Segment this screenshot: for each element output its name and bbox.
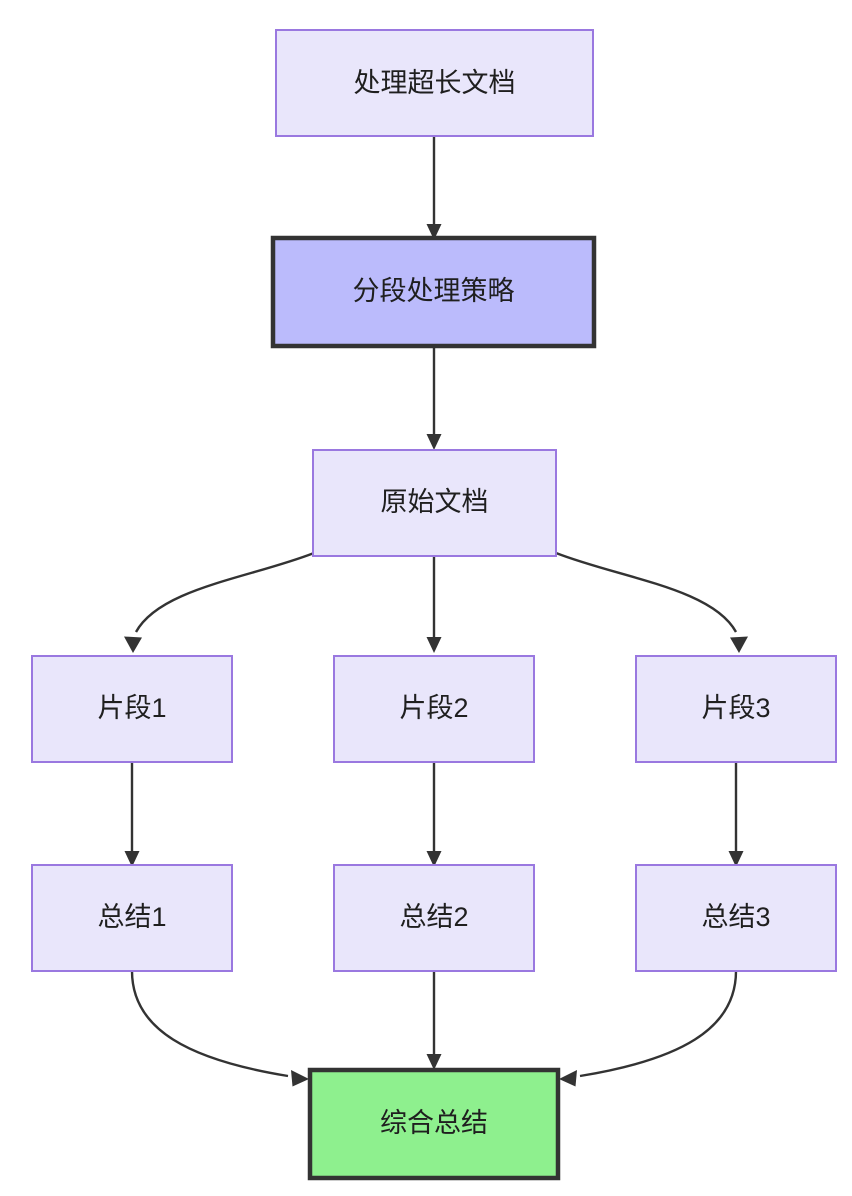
- edge-n3-n6: [555, 551, 748, 653]
- edge-curve: [555, 551, 738, 633]
- node-label: 总结1: [97, 902, 166, 932]
- node-summary-1[interactable]: 总结1: [31, 864, 233, 972]
- node-shape: [31, 655, 233, 763]
- node-summary-3[interactable]: 总结3: [635, 864, 837, 972]
- node-shape: [333, 864, 535, 972]
- arrow-head-icon: [124, 636, 142, 653]
- node-fragment-2[interactable]: 片段2: [333, 655, 535, 763]
- node-label: 分段处理策略: [353, 276, 515, 306]
- arrow-head-icon: [291, 1070, 309, 1087]
- node-label: 总结2: [399, 902, 468, 932]
- edge-n6-n9: [728, 762, 744, 867]
- node-shape: [31, 864, 233, 972]
- node-original-document[interactable]: 原始文档: [312, 449, 557, 557]
- edge-n1-n2: [426, 136, 442, 240]
- arrow-head-icon: [559, 1070, 577, 1087]
- node-fragment-1[interactable]: 片段1: [31, 655, 233, 763]
- node-label: 处理超长文档: [354, 68, 516, 98]
- arrow-head-icon: [728, 851, 744, 867]
- node-label: 总结3: [701, 902, 770, 932]
- arrow-head-icon: [426, 851, 442, 867]
- edge-n3-n5: [426, 556, 442, 653]
- edge-n4-n7: [124, 762, 140, 867]
- arrow-head-icon: [124, 851, 140, 867]
- edge-n2-n3: [426, 346, 442, 450]
- arrow-head-icon: [426, 434, 442, 450]
- node-label: 片段2: [399, 693, 468, 723]
- node-shape: [635, 655, 837, 763]
- edge-n7-n10: [130, 970, 309, 1087]
- node-shape: [307, 1067, 561, 1181]
- node-shape: [635, 864, 837, 972]
- node-comprehensive-summary[interactable]: 综合总结: [307, 1067, 561, 1181]
- node-layer: 处理超长文档 分段处理策略 原始文档 片段1 片段2 片段3: [31, 29, 837, 1181]
- node-label: 片段3: [701, 693, 770, 723]
- arrow-head-icon: [426, 637, 442, 653]
- arrow-head-icon: [426, 1054, 442, 1070]
- edge-n5-n8: [426, 762, 442, 867]
- node-shape: [333, 655, 535, 763]
- node-process-long-document[interactable]: 处理超长文档: [275, 29, 594, 137]
- node-label: 综合总结: [380, 1108, 488, 1138]
- edge-curve: [579, 970, 738, 1078]
- node-shape: [270, 235, 597, 349]
- edge-n3-n4: [124, 551, 315, 653]
- node-label: 片段1: [97, 693, 166, 723]
- node-chunking-strategy[interactable]: 分段处理策略: [270, 235, 597, 349]
- node-fragment-3[interactable]: 片段3: [635, 655, 837, 763]
- edge-n9-n10: [559, 970, 738, 1087]
- edge-n8-n10: [426, 971, 442, 1070]
- node-shape: [312, 449, 557, 557]
- edge-layer: [124, 136, 748, 1087]
- node-label: 原始文档: [381, 487, 489, 517]
- arrow-head-icon: [730, 636, 748, 653]
- edge-curve: [134, 551, 315, 633]
- node-shape: [275, 29, 594, 137]
- node-summary-2[interactable]: 总结2: [333, 864, 535, 972]
- edge-curve: [130, 970, 289, 1078]
- arrow-head-icon: [426, 224, 442, 240]
